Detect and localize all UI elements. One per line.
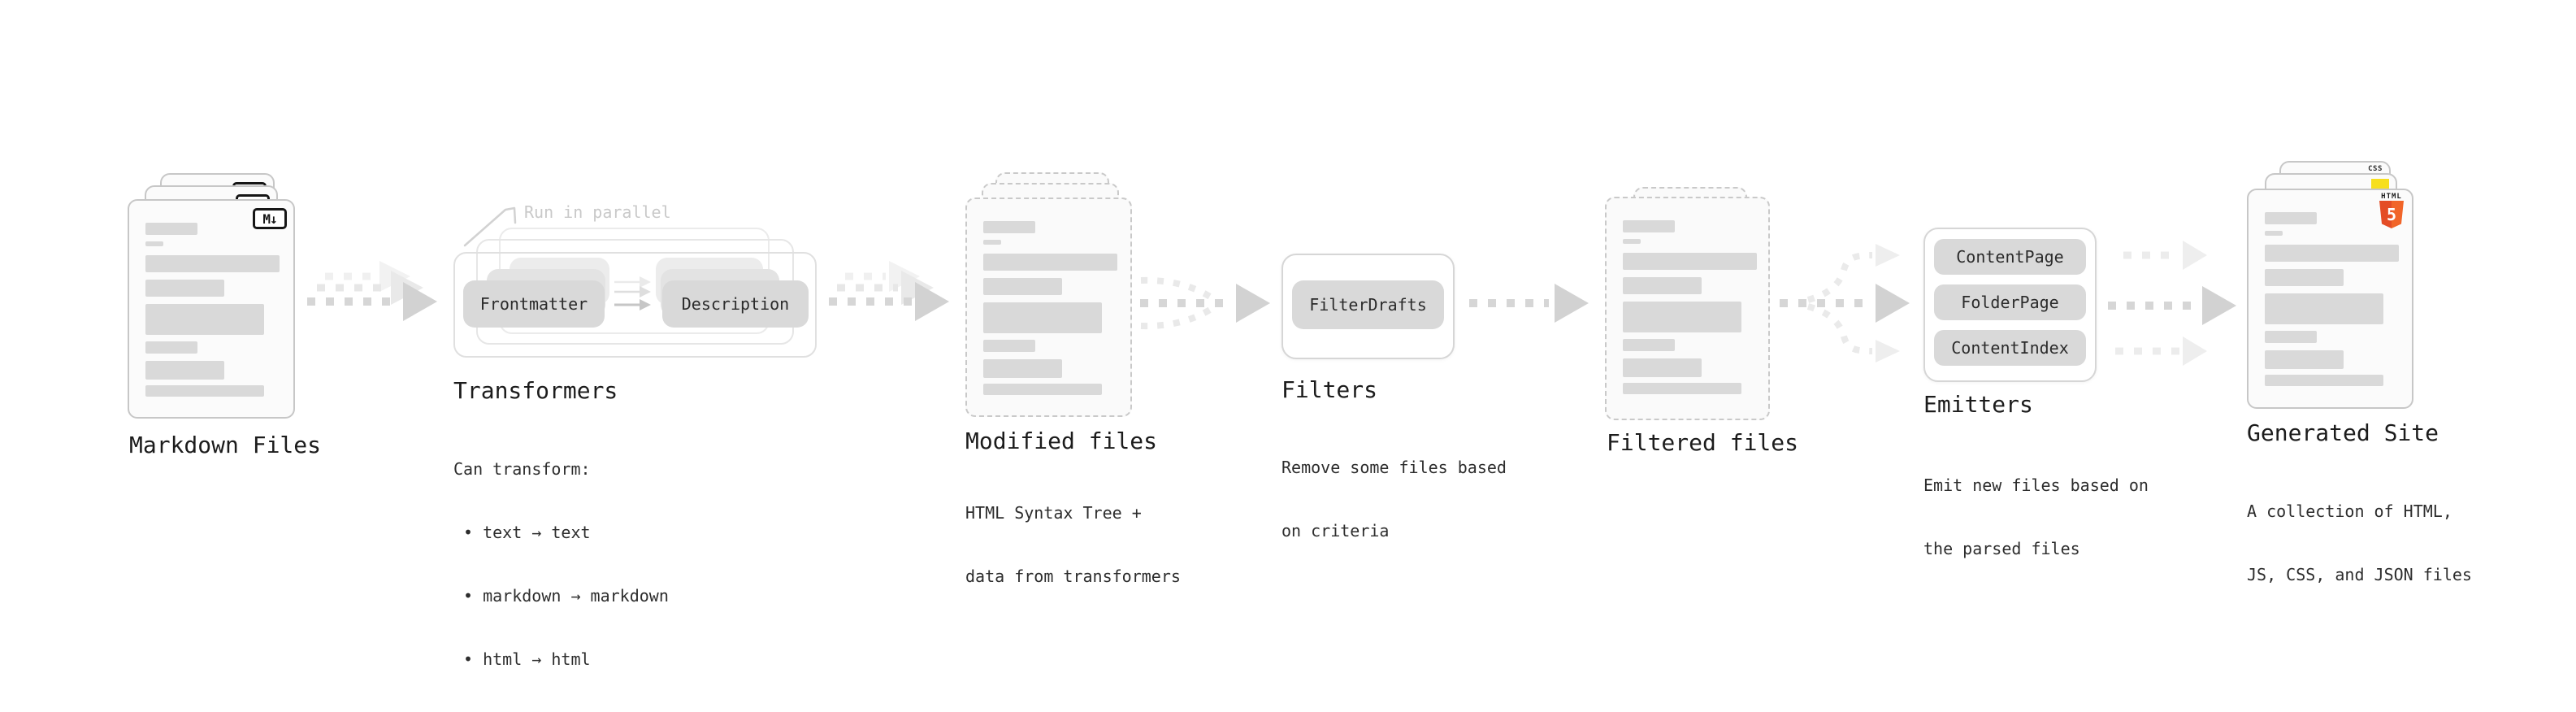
skeleton-line [983, 221, 1035, 233]
javascript-icon [2371, 179, 2389, 190]
markdown-icon: M↓ [253, 208, 287, 229]
skeleton-line [983, 359, 1062, 378]
skeleton-line [1623, 383, 1741, 394]
transform-bullet: • markdown → markdown [463, 586, 669, 606]
modified-file-card-front [965, 198, 1132, 417]
skeleton-line [983, 340, 1035, 352]
filters-label: Filters [1281, 376, 1378, 403]
skeleton-line [145, 361, 224, 380]
skeleton-line [145, 385, 264, 397]
skeleton-line [1623, 358, 1702, 377]
transformer-layer-front: Frontmatter Description [453, 252, 817, 358]
run-in-parallel-note: Run in parallel [524, 202, 671, 222]
markdown-file-card-front: M↓ [128, 199, 295, 419]
html5-icon-shield: 5 [2379, 201, 2404, 228]
filters-description: Remove some files based on criteria [1281, 415, 1507, 584]
skeleton-line [1623, 239, 1641, 244]
skeleton-line [145, 304, 264, 335]
generated-file-card-front: HTML 5 [2247, 189, 2413, 409]
description-line: the parsed files [1923, 539, 2080, 558]
skeleton-line [2265, 269, 2344, 286]
filterdrafts-pill: FilterDrafts [1292, 280, 1444, 329]
skeleton-line [2265, 212, 2317, 224]
description-line: A collection of HTML, [2247, 501, 2452, 521]
skeleton-line [983, 384, 1102, 395]
skeleton-line [145, 280, 224, 297]
skeleton-line [145, 341, 197, 354]
skeleton-line [1623, 339, 1675, 351]
transformers-description: Can transform: • text → text • markdown … [453, 416, 669, 712]
modified-files-label: Modified files [965, 428, 1158, 454]
description-pill: Description [662, 280, 809, 328]
frontmatter-pill: Frontmatter [463, 280, 605, 328]
filtered-file-card-front [1605, 197, 1770, 420]
description-line: data from transformers [965, 567, 1181, 586]
skeleton-line [983, 254, 1117, 271]
skeleton-line [1623, 277, 1702, 294]
skeleton-line [2265, 350, 2344, 369]
transform-bullet: • html → html [463, 649, 591, 669]
description-line: Remove some files based [1281, 458, 1507, 477]
description-line: JS, CSS, and JSON files [2247, 565, 2472, 584]
arrow-filtered-to-emitters [1780, 244, 1910, 363]
skeleton-line [2265, 331, 2317, 343]
skeleton-line [2265, 293, 2383, 324]
skeleton-line [1623, 220, 1675, 232]
emitters-label: Emitters [1923, 391, 2033, 418]
css-icon-text: CSS [2368, 165, 2383, 173]
html5-icon-text: HTML [2381, 193, 2402, 201]
skeleton-line [145, 255, 280, 272]
emitters-box: ContentPage FolderPage ContentIndex [1923, 228, 2097, 382]
skeleton-line [145, 223, 197, 235]
filtered-files-label: Filtered files [1607, 429, 1799, 456]
contentpage-pill: ContentPage [1934, 239, 2086, 275]
description-line: HTML Syntax Tree + [965, 503, 1142, 523]
skeleton-line [145, 241, 163, 246]
skeleton-line [1623, 253, 1757, 270]
html5-icon: HTML 5 [2378, 193, 2405, 228]
can-transform-title: Can transform: [453, 459, 591, 479]
arrow-filters-to-filtered [1469, 284, 1589, 323]
generated-site-description: A collection of HTML, JS, CSS, and JSON … [2247, 458, 2472, 627]
description-line: on criteria [1281, 521, 1390, 541]
skeleton-line [983, 302, 1102, 333]
folderpage-pill: FolderPage [1934, 284, 2086, 320]
skeleton-line [2265, 231, 2283, 236]
modified-files-description: HTML Syntax Tree + data from transformer… [965, 460, 1181, 629]
description-line: Emit new files based on [1923, 475, 2149, 495]
arrow-markdown-to-transformers [307, 261, 437, 321]
arrow-modified-to-filters [1140, 276, 1270, 330]
skeleton-line [1623, 302, 1741, 332]
emitters-description: Emit new files based on the parsed files [1923, 432, 2149, 601]
skeleton-line [983, 278, 1062, 295]
filters-box: FilterDrafts [1281, 254, 1455, 359]
transform-bullet: • text → text [463, 523, 591, 542]
generated-site-label: Generated Site [2247, 419, 2439, 446]
contentindex-pill: ContentIndex [1934, 330, 2086, 366]
skeleton-line [2265, 375, 2383, 386]
transformers-label: Transformers [453, 377, 618, 404]
skeleton-line [2265, 245, 2399, 262]
arrow-transformers-to-modified [829, 261, 949, 321]
skeleton-line [983, 240, 1001, 245]
markdown-files-label: Markdown Files [129, 432, 322, 458]
arrow-emitters-to-generated [2108, 241, 2236, 366]
